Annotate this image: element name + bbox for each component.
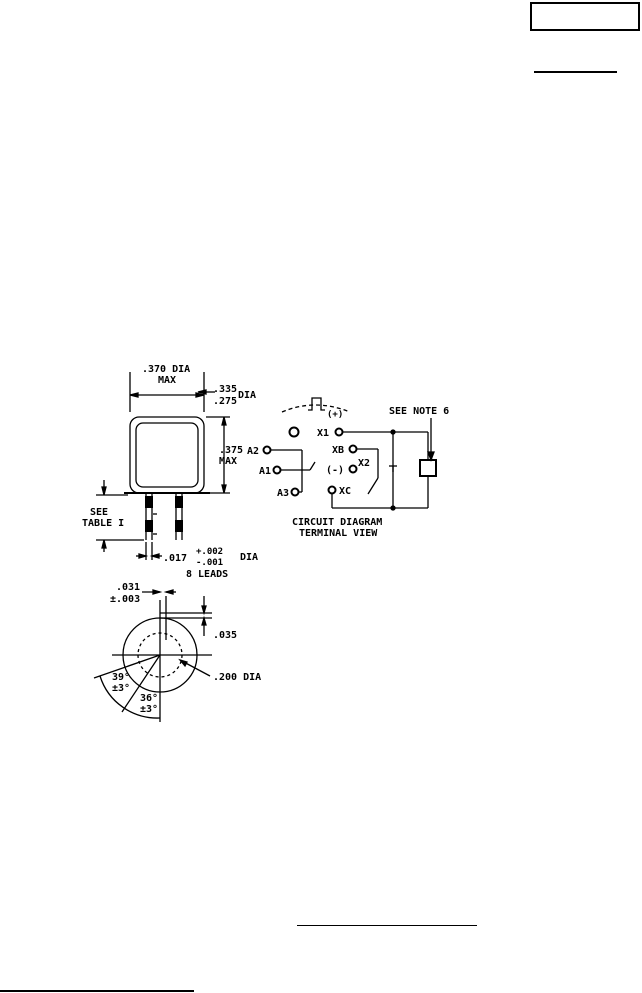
angle2-label: 36°	[140, 693, 158, 704]
circuit-title: CIRCUIT DIAGRAM	[292, 517, 382, 528]
offset-dim-label: .035	[213, 630, 237, 641]
angle1-tol-label: ±3°	[112, 683, 130, 694]
header-dim-bottom: .275	[213, 396, 237, 407]
pin-dim-label: .031	[116, 582, 140, 593]
header-rule	[534, 71, 617, 73]
terminal-a3-label: A3	[277, 488, 289, 499]
lead-tol-minus: -.001	[196, 558, 223, 568]
width-dim-label: .370 DIA	[142, 364, 190, 375]
height-dim-label: .375	[219, 445, 243, 456]
polarity-plus-label: (+)	[327, 410, 343, 420]
lead-count-label: 8 LEADS	[186, 569, 228, 580]
height-note-label: MAX	[219, 456, 237, 467]
page-number-box	[530, 2, 640, 31]
terminal-x1-label: X1	[317, 428, 329, 439]
see-note-label: SEE NOTE 6	[389, 406, 449, 417]
footnote-rule	[0, 990, 194, 992]
terminal-x2-label: X2	[358, 458, 370, 469]
circle-dim-label: .200 DIA	[213, 672, 261, 683]
relay-case	[129, 416, 205, 494]
angle1-label: 39°	[112, 672, 130, 683]
header-dim-suffix: DIA	[238, 390, 256, 401]
see-label: SEE	[90, 507, 108, 518]
table-label: TABLE I	[82, 518, 124, 529]
header-dim-top: .335	[213, 384, 237, 395]
terminal-xb-label: XB	[332, 445, 344, 456]
polarity-minus-label: (-)	[326, 465, 344, 476]
lead-tol-plus: +.002	[196, 547, 223, 557]
circuit-subtitle: TERMINAL VIEW	[299, 528, 378, 539]
angle2-tol-label: ±3°	[140, 704, 158, 715]
terminal-a2-label: A2	[247, 446, 259, 457]
lead-dim-label: .017	[163, 553, 187, 564]
caption-rule	[297, 925, 477, 926]
width-note-label: MAX	[158, 375, 176, 386]
pin-tol-label: ±.003	[110, 594, 140, 605]
terminal-a1-label: A1	[259, 466, 271, 477]
lead-dim-suffix: DIA	[240, 552, 258, 563]
terminal-xc-label: XC	[339, 486, 351, 497]
